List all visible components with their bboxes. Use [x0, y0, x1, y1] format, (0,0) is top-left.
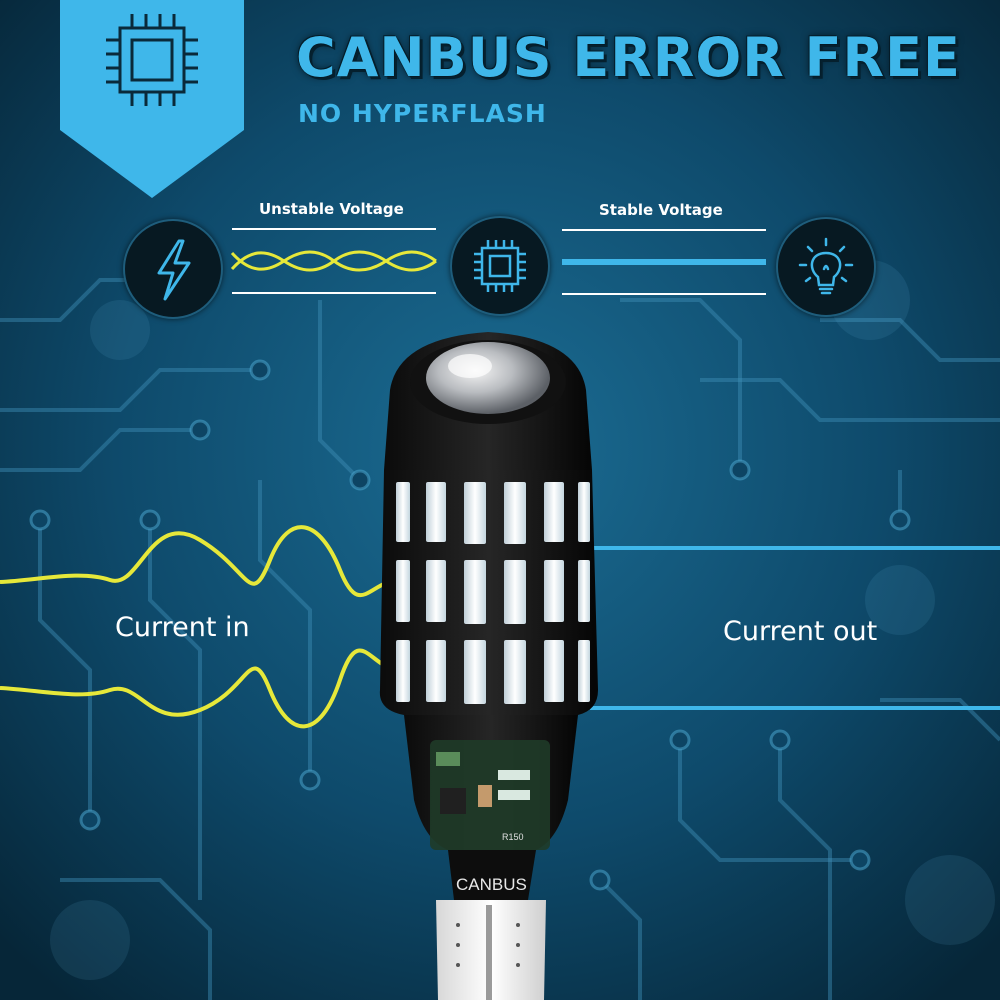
lightning-icon [157, 239, 191, 301]
chip-icon [474, 240, 526, 292]
unstable-voltage-lines [230, 228, 437, 294]
current-out-label: Current out [723, 616, 878, 647]
current-in-wave [0, 525, 400, 729]
canbus-chip-label: CANBUS [456, 875, 527, 894]
chip-icon [106, 14, 198, 106]
page-subtitle: NO HYPERFLASH [298, 99, 547, 128]
led-bulb: R150 [379, 332, 598, 1000]
stable-voltage-lines [562, 229, 766, 295]
lightning-circle [123, 219, 223, 319]
resistor-label: R150 [502, 832, 524, 842]
led-chips [396, 482, 590, 704]
chip-circle [450, 216, 550, 316]
page-title: CANBUS ERROR FREE [296, 26, 961, 89]
unstable-voltage-label: Unstable Voltage [259, 200, 404, 218]
light-bulb-icon [798, 237, 854, 295]
bulb-circle [776, 217, 876, 317]
circuit-board: R150 [430, 740, 550, 850]
current-out-lines [590, 546, 1000, 710]
current-in-label: Current in [115, 612, 250, 643]
stable-voltage-label: Stable Voltage [599, 201, 723, 219]
chip-badge [60, 0, 244, 198]
